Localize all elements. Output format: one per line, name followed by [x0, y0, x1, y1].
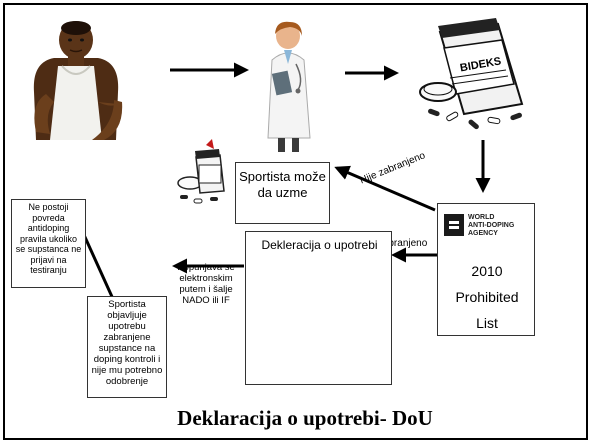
slide-title: Deklaracija o upotrebi- DoU — [177, 406, 433, 430]
wada-logo-mark — [444, 214, 464, 236]
wada-logo-line3: AGENCY — [468, 230, 498, 237]
declaration-box: Dekleracija o upotrebi — [245, 231, 392, 385]
athlete-reports-text: Sportista objavljuje upotrebu zabranjene… — [91, 299, 163, 387]
wada-logo: WORLD ANTI-DOPING AGENCY — [444, 210, 532, 242]
prohibited-list-year: 2010 — [471, 263, 503, 279]
declaration-title: Dekleracija o upotrebi — [261, 238, 378, 252]
prohibited-list-title: Prohibited — [455, 289, 519, 305]
allowed-box: Sportista može da uzme — [235, 162, 330, 224]
no-violation-box: Ne postoji povreda antidoping pravila uk… — [11, 199, 86, 288]
athlete-reports-box: Sportista objavljuje upotrebu zabranjene… — [87, 296, 167, 398]
wada-logo-line2: ANTI-DOPING — [468, 222, 515, 229]
prohibited-list-word: List — [476, 315, 498, 331]
no-violation-text: Ne postoji povreda antidoping pravila uk… — [15, 202, 82, 275]
fills-electronically-label: Popunjava se elektronskim putem i šalje … — [177, 262, 235, 306]
allowed-text: Sportista može da uzme — [239, 169, 326, 200]
prohibited-list-box: WORLD ANTI-DOPING AGENCY 2010 Prohibited… — [437, 203, 535, 336]
wada-logo-line1: WORLD — [468, 214, 495, 221]
prohibited-label: Zabranjeno — [376, 238, 428, 249]
slide-frame — [3, 3, 588, 440]
